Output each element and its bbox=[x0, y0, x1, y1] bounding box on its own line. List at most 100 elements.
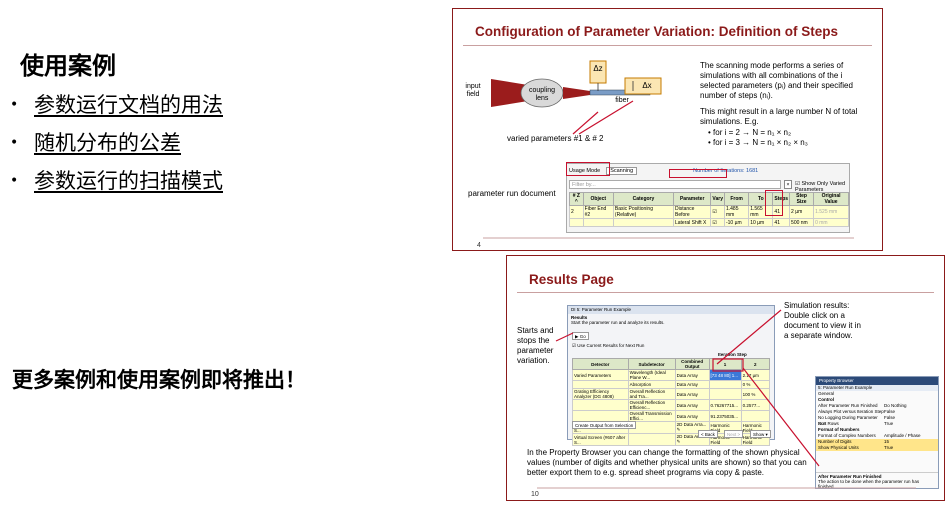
table-row[interactable]: Lateral Shift X ☑ -10 µm 10 µm 41 500 nm… bbox=[569, 218, 849, 227]
input-field-label: input field bbox=[465, 83, 481, 98]
use-case-list: • 参数运行文档的用法 • 随机分布的公差 • 参数运行的扫描模式 bbox=[10, 86, 223, 200]
simulation-results-note: Simulation results: Double click on a do… bbox=[784, 301, 861, 340]
table-row[interactable]: 2 Fiber End #2 Basic Positioning (Relati… bbox=[569, 205, 849, 219]
dialog-header: Results Start the parameter run and anal… bbox=[568, 314, 774, 326]
slide-results-page[interactable]: Results Page Starts and stops the parame… bbox=[506, 255, 945, 501]
property-value[interactable]: 15 bbox=[884, 439, 890, 444]
usage-mode-row: Usage Mode Scanning Number of Iterations… bbox=[569, 166, 847, 176]
usage-mode-select[interactable]: Scanning bbox=[606, 167, 638, 175]
bullet-icon: • bbox=[10, 135, 19, 151]
table-cell[interactable]: 10 µm bbox=[748, 218, 774, 227]
back-button[interactable]: < Back bbox=[698, 430, 718, 438]
scanning-description: The scanning mode performs a series of s… bbox=[700, 61, 870, 148]
format-group[interactable]: Format of Numbers bbox=[818, 427, 860, 432]
table-row[interactable]: Virtual Screen (#607 after S...2D Data A… bbox=[572, 433, 771, 446]
property-value[interactable]: Do Nothing bbox=[884, 403, 907, 408]
optical-setup-diagram bbox=[483, 60, 854, 239]
table-cell[interactable]: 1.485 mm bbox=[723, 205, 750, 219]
usage-mode-label: Usage Mode bbox=[569, 168, 601, 174]
table-cell[interactable]: 41 bbox=[772, 218, 791, 227]
use-case-link[interactable]: 参数运行的扫描模式 bbox=[34, 169, 223, 193]
table-cell bbox=[627, 433, 676, 446]
property-value[interactable]: Amplitude / Phase bbox=[884, 433, 921, 438]
checkbox-label: Use Current Results for Next Run bbox=[577, 343, 645, 348]
title-divider bbox=[517, 292, 934, 293]
example-list: for i = 2 → N = n₁ × n₂ for i = 3 → N = … bbox=[700, 128, 870, 148]
more-cases-text: 更多案例和使用案例即将推出！ bbox=[12, 367, 306, 392]
property-value[interactable]: False bbox=[884, 415, 896, 420]
property-browser[interactable]: Property Browser 5: Parameter Run Exampl… bbox=[815, 376, 939, 489]
description-paragraph: This might result in a large number N of… bbox=[700, 107, 858, 126]
property-name: Show Physical Units bbox=[818, 445, 859, 450]
column-header[interactable]: From bbox=[723, 192, 750, 206]
property-tab[interactable]: General bbox=[816, 391, 938, 397]
table-cell bbox=[582, 218, 614, 227]
column-header[interactable]: Step Size bbox=[789, 192, 815, 206]
list-item: for i = 2 → N = n₁ × n₂ bbox=[708, 128, 870, 138]
show-varied-checkbox[interactable]: ☑ Show Only Varied Parameters bbox=[795, 181, 846, 193]
parameter-run-dialog[interactable]: Usage Mode Scanning Number of Iterations… bbox=[566, 163, 850, 233]
use-cases-heading: 使用案例 bbox=[20, 51, 116, 80]
property-value[interactable]: True bbox=[884, 445, 894, 450]
table-cell[interactable]: 2 µm bbox=[789, 205, 815, 219]
property-value[interactable]: True bbox=[884, 421, 894, 426]
results-table: Detector Subdetector Combined Output 1 2… bbox=[572, 358, 771, 446]
table-cell: Basic Positioning (Relative) bbox=[612, 205, 674, 219]
column-header[interactable]: To bbox=[748, 192, 774, 206]
column-header[interactable]: Object bbox=[582, 192, 614, 206]
arrow-results bbox=[716, 309, 782, 365]
column-header[interactable]: Original Value bbox=[813, 192, 849, 206]
use-case-link[interactable]: 参数运行文档的用法 bbox=[34, 93, 223, 117]
vary-checkbox[interactable]: ☑ bbox=[710, 218, 725, 227]
column-header[interactable]: Steps bbox=[772, 192, 791, 206]
property-document: 5: Parameter Run Example bbox=[816, 385, 938, 391]
property-browser-title: Property Browser bbox=[816, 377, 938, 385]
control-group[interactable]: Control bbox=[818, 397, 834, 402]
vary-checkbox[interactable]: ☑ bbox=[710, 205, 725, 219]
slide-parameter-variation[interactable]: Configuration of Parameter Variation: De… bbox=[452, 8, 883, 251]
filter-input[interactable]: Filter by... bbox=[569, 180, 781, 189]
focus-beam bbox=[563, 87, 590, 99]
property-value[interactable]: False bbox=[884, 409, 896, 414]
list-item: for i = 3 → N = n₁ × n₂ × n₃ bbox=[708, 138, 870, 148]
list-item: • 随机分布的公差 bbox=[10, 124, 223, 162]
arrow-property bbox=[742, 367, 820, 467]
property-row[interactable]: Show Physical Units True bbox=[816, 445, 938, 451]
table-cell: Fiber End #2 bbox=[582, 205, 614, 219]
next-button[interactable]: Next > bbox=[724, 430, 744, 438]
table-cell: 1.525 mm bbox=[813, 205, 849, 219]
property-description: After Parameter Run Finished The action … bbox=[816, 472, 938, 489]
column-header[interactable]: Parameter bbox=[672, 192, 712, 206]
callout-arrows bbox=[537, 309, 916, 489]
clear-filter-button[interactable]: × bbox=[784, 180, 792, 189]
table-cell: Distance Before bbox=[672, 205, 712, 219]
property-name: Number of Digits bbox=[818, 439, 852, 444]
use-current-checkbox[interactable]: ☑ Use Current Results for Next Run bbox=[572, 343, 645, 348]
table-row[interactable]: Grating Efficiency Analyzer (DG 4808)Ove… bbox=[572, 388, 771, 400]
delta-z-label: Δz bbox=[593, 64, 603, 73]
property-row[interactable]: Number of Digits 15 bbox=[816, 439, 938, 445]
bullet-icon: • bbox=[10, 97, 19, 113]
table-cell bbox=[627, 421, 676, 434]
create-output-button[interactable]: Create Output from Selection bbox=[572, 421, 637, 429]
tab-general[interactable]: General bbox=[818, 391, 835, 396]
starts-stops-note: Starts and stops the parameter variation… bbox=[517, 326, 554, 365]
results-dialog[interactable]: DI 5: Parameter Run Example Results Star… bbox=[567, 305, 775, 446]
highlight-steps-column bbox=[765, 190, 783, 216]
column-header[interactable]: # Z ^ bbox=[569, 192, 584, 206]
parameters-table: # Z ^ Object Category Parameter Vary Fro… bbox=[569, 192, 849, 227]
show-button[interactable]: Show ▾ bbox=[750, 430, 771, 438]
go-button[interactable]: ▶ Go bbox=[572, 332, 589, 340]
use-case-link[interactable]: 随机分布的公差 bbox=[34, 131, 181, 155]
column-header[interactable]: Vary bbox=[710, 192, 725, 206]
table-cell[interactable]: 500 nm bbox=[789, 218, 815, 227]
table-cell[interactable]: -10 µm bbox=[723, 218, 750, 227]
column-header[interactable]: Category bbox=[612, 192, 674, 206]
table-cell: 0 mm bbox=[813, 218, 849, 227]
